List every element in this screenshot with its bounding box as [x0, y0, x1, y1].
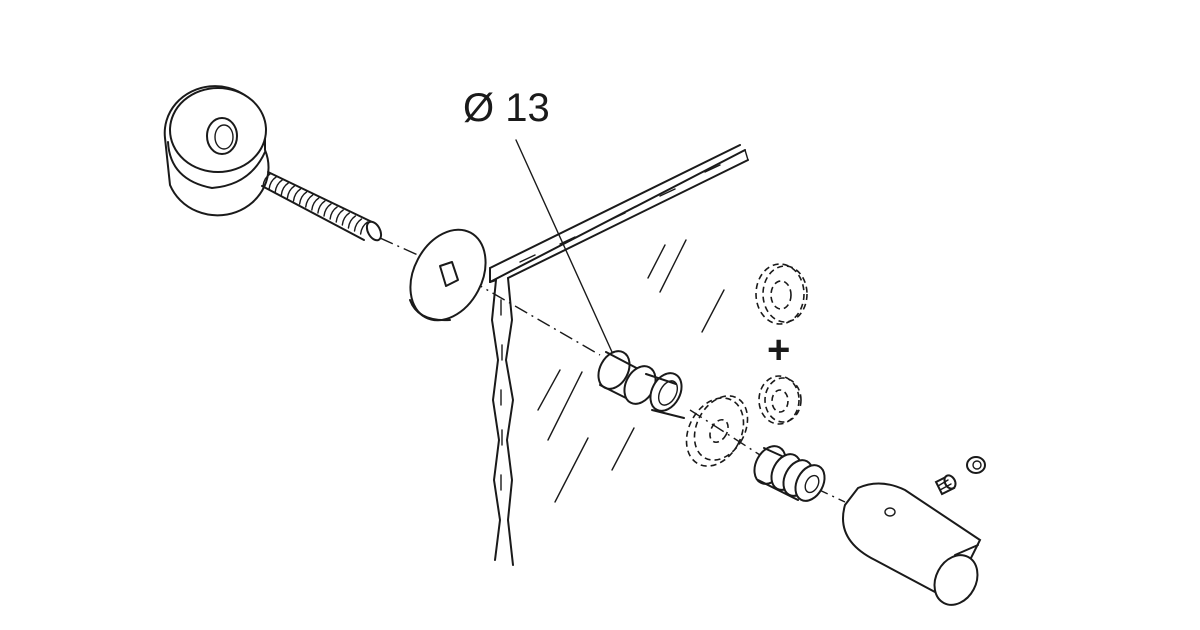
optional-gasket-lower — [685, 395, 749, 467]
plus-sign: + — [767, 328, 790, 372]
threaded-rod — [261, 171, 383, 242]
grooved-spacer — [753, 445, 826, 502]
dimension-label: Ø 13 — [463, 86, 550, 130]
optional-gasket-upper — [755, 263, 808, 325]
round-nut — [163, 85, 270, 217]
small-nut — [966, 456, 986, 474]
rod-threads — [262, 173, 369, 235]
cylinder-handle — [842, 482, 982, 606]
glass-panel — [489, 144, 749, 566]
flat-washer — [409, 228, 487, 322]
set-screw — [934, 474, 957, 496]
dimension-leader-line — [515, 139, 613, 353]
bushing-sleeve — [597, 350, 685, 419]
optional-gasket-middle — [758, 375, 802, 425]
